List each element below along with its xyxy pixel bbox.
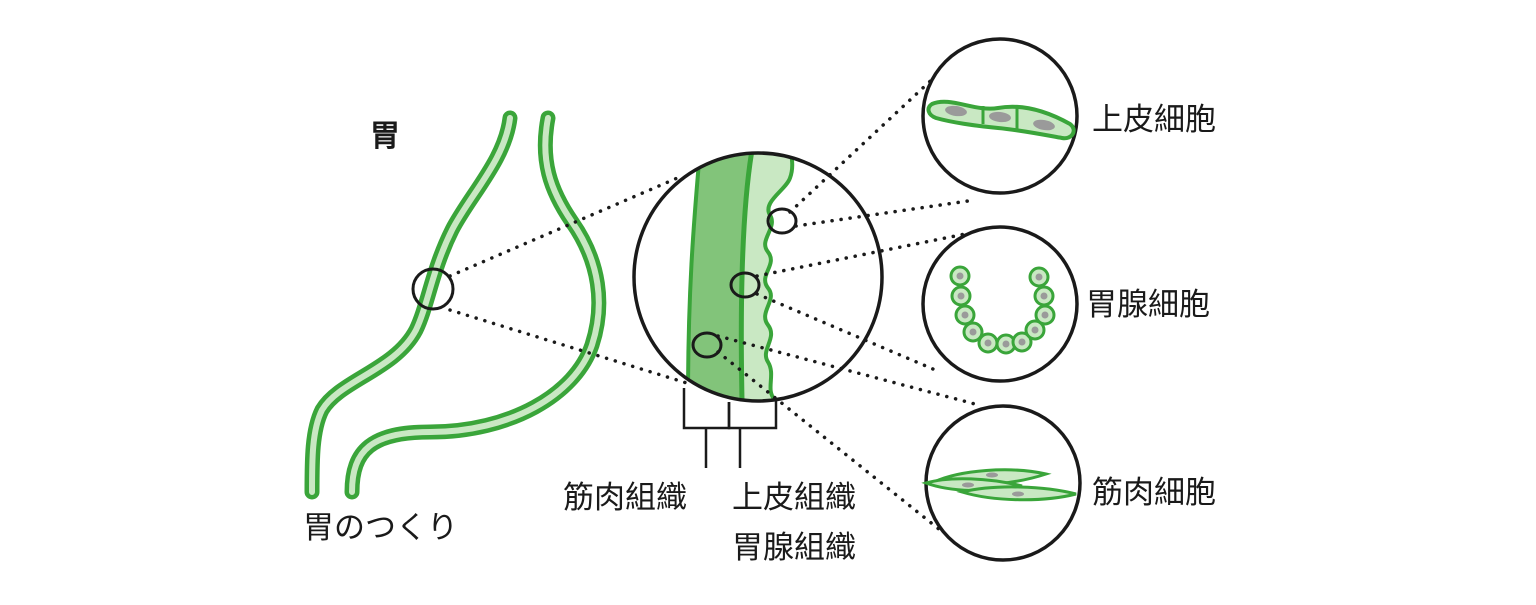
gastric-gland-cell-circle [921,225,1079,383]
gastric-gland-nuclei [956,272,1049,348]
label-gastric-gland-cell: 胃腺細胞 [1086,287,1210,323]
zoom-lines-2 [716,70,977,532]
epithelial-cell-circle [921,37,1079,195]
label-epithelial-tissue: 上皮組織 [732,480,856,516]
epithelial-cells [926,99,1076,141]
zoom-lines-1 [448,174,692,386]
diagram-caption: 胃のつくり [303,510,458,546]
label-gastric-gland-tissue: 胃腺組織 [732,530,856,566]
label-muscle-cell: 筋肉細胞 [1092,475,1216,511]
tissue-bracket [682,388,778,468]
tissue-magnified-circle [632,151,884,403]
muscle-nuclei [962,472,1024,497]
label-epithelial-cell: 上皮細胞 [1092,102,1216,138]
muscle-cell-circle [921,404,1082,562]
label-muscle-tissue: 筋肉組織 [563,480,687,516]
diagram-title: 胃 [370,119,400,154]
stomach-focus-circle [411,267,455,311]
stomach-outline [304,110,607,500]
